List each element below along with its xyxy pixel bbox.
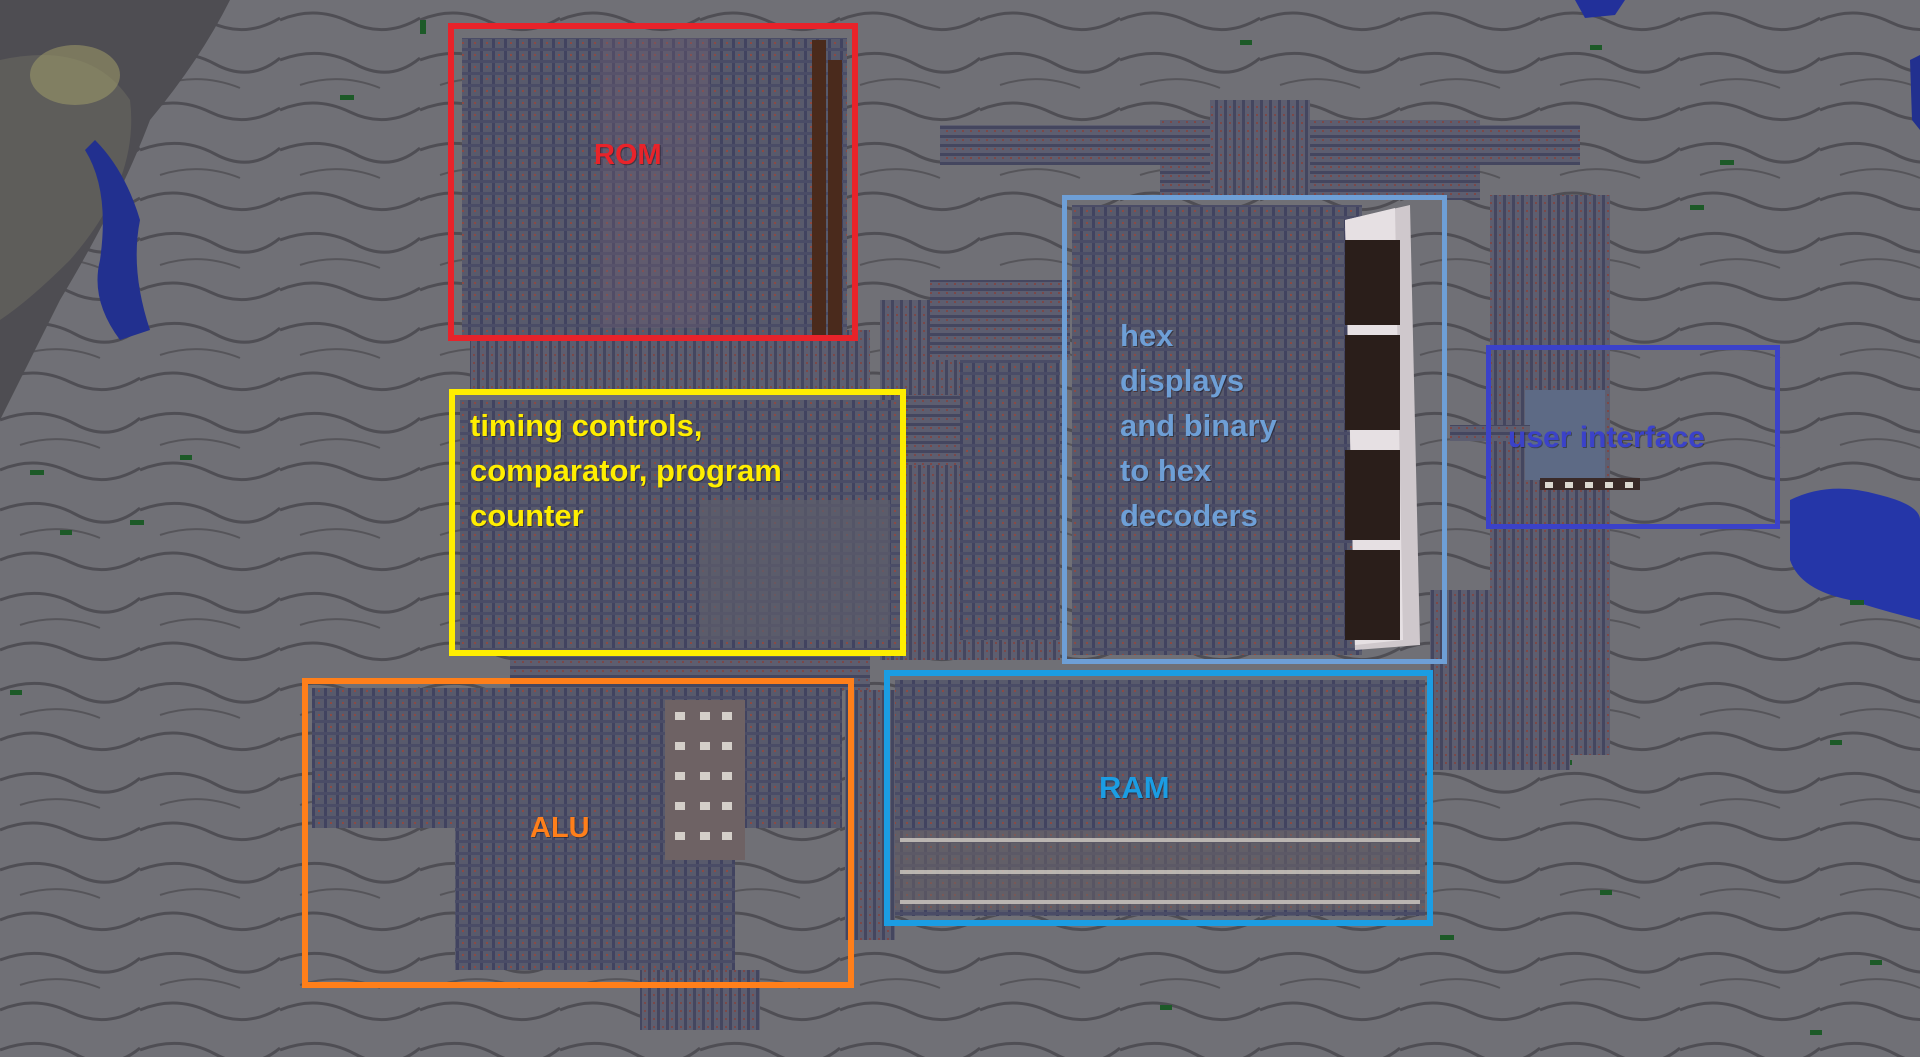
ui-label: user interface	[1508, 421, 1705, 454]
rom-region-box	[448, 23, 858, 341]
alu-label: ALU	[530, 812, 590, 844]
ui-region-box	[1486, 345, 1780, 529]
ram-label: RAM	[1099, 770, 1170, 805]
rom-label: ROM	[594, 139, 662, 171]
alu-region-box	[302, 678, 854, 988]
timing-label: timing controls, comparator, program cou…	[470, 408, 782, 533]
hex-label: hex displays and binary to hex decoders	[1120, 318, 1277, 533]
timing-region-box	[449, 389, 906, 656]
ram-region-box	[884, 670, 1433, 926]
hex-region-box	[1062, 195, 1447, 664]
